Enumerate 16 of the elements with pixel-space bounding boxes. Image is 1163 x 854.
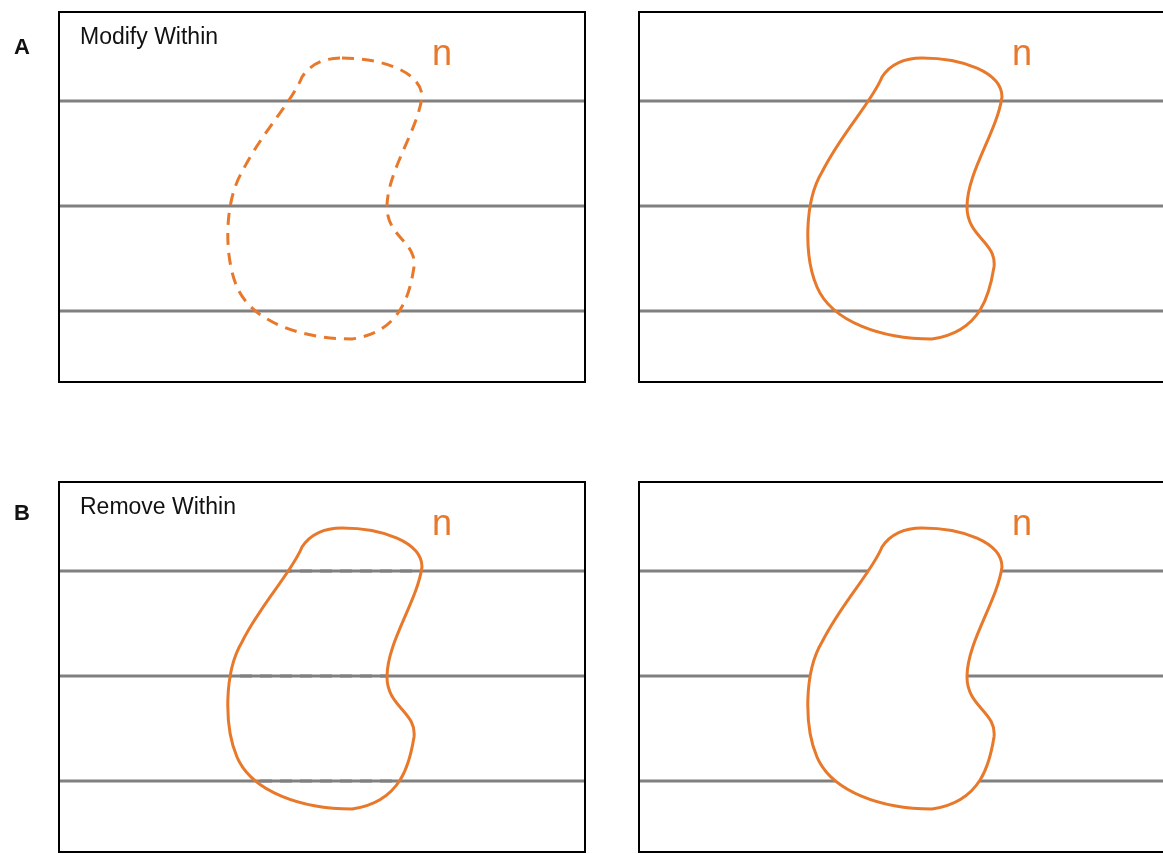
variable-label: n [1012,35,1033,71]
blob-outline [806,526,1004,811]
panel-frame [58,481,586,853]
panel-title: Remove Within [80,493,236,520]
blob-outline [226,526,424,811]
panel-frame [58,11,586,383]
panel-title: Modify Within [80,23,219,50]
panel-frame [638,11,1163,383]
blob-outline [226,56,424,341]
blob-outline [806,56,1004,341]
variable-label: n [432,505,453,541]
panel-letter: A [14,34,30,60]
panel-frame [638,481,1163,853]
variable-label: n [1012,505,1033,541]
panel-letter: B [14,500,30,526]
variable-label: n [432,35,453,71]
